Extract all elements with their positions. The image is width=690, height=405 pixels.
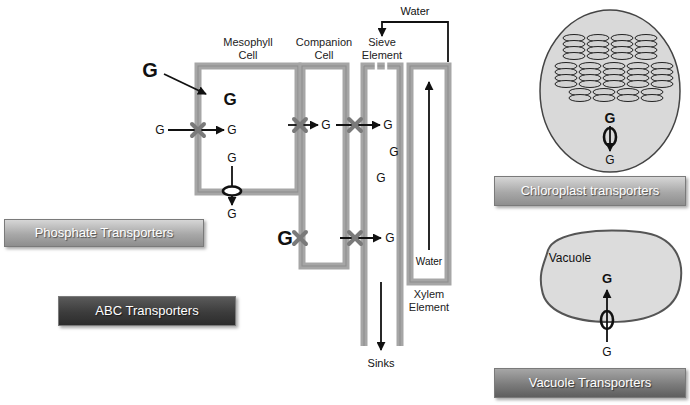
granum xyxy=(611,35,633,60)
granum xyxy=(555,63,577,88)
cell-wall xyxy=(302,66,346,266)
blocked-transport-mark xyxy=(294,232,306,244)
cell-wall xyxy=(404,62,454,318)
sieve-plate-pore xyxy=(385,61,388,71)
transporter-category: Chloroplast transporters xyxy=(495,183,685,199)
granum xyxy=(641,89,663,102)
cell-name: Companion Cell xyxy=(292,36,356,62)
vacuole: VacuoleG xyxy=(538,226,684,326)
transport-arrow xyxy=(168,129,224,131)
glucose-symbol: G xyxy=(130,58,170,82)
xylem-element: Xylem Element Water xyxy=(404,62,454,318)
sieve-wall-line xyxy=(364,66,400,346)
granum xyxy=(587,35,609,60)
cell-name: Sieve Element xyxy=(357,36,407,62)
water-flow-connector xyxy=(382,22,448,62)
blocked-transport-mark xyxy=(192,124,204,136)
glucose-symbol: G xyxy=(600,153,620,167)
transporter-symbol xyxy=(223,187,241,196)
water-flow-arrow xyxy=(428,82,430,250)
transport-arrow xyxy=(336,124,380,126)
granum xyxy=(627,63,649,88)
granum xyxy=(569,89,591,102)
transport-arrow xyxy=(231,166,233,205)
transport-arrow xyxy=(609,126,611,151)
vacuole-outline xyxy=(541,231,681,322)
connector-label: Water xyxy=(390,5,440,18)
category-banner: Vacuole Transporters xyxy=(494,368,686,398)
sink-label: Sinks xyxy=(361,357,401,370)
glucose-symbol: G xyxy=(222,123,242,137)
mesophyll-cell: Mesophyll CellGGG xyxy=(190,34,306,200)
blocked-transport-mark xyxy=(349,232,361,244)
category-banner: Chloroplast transporters xyxy=(494,176,686,206)
glucose-symbol: G xyxy=(212,207,252,221)
organelle-name: Vacuole xyxy=(540,251,600,265)
chloroplast: GG xyxy=(538,8,682,174)
granum xyxy=(617,89,639,102)
cell-name: Mesophyll Cell xyxy=(213,36,283,62)
sieve-wall xyxy=(358,36,406,352)
cell-wall-line xyxy=(302,66,346,266)
transport-arrow xyxy=(288,124,318,126)
transporter-category: Phosphate Transporters xyxy=(5,225,203,241)
glucose-symbol: G xyxy=(384,145,404,159)
transporter-symbol xyxy=(601,311,613,329)
blocked-transport-mark xyxy=(349,119,361,131)
sink-arrow xyxy=(380,282,382,350)
transport-arrow xyxy=(340,237,381,239)
cell-wall-line xyxy=(410,66,448,282)
transporter-category: ABC Transporters xyxy=(59,303,235,319)
transport-arrow xyxy=(606,290,608,342)
glucose-symbol: G xyxy=(265,226,305,250)
category-banner: Phosphate Transporters xyxy=(4,219,204,247)
companion-cell: Companion CellG xyxy=(296,34,352,270)
chloroplast-outline xyxy=(540,10,680,172)
cell-wall-line xyxy=(198,66,298,192)
glucose-symbol: G xyxy=(600,110,620,127)
transporter-category: Vacuole Transporters xyxy=(495,375,685,391)
cell-wall xyxy=(296,34,352,270)
granum xyxy=(603,63,625,88)
cell-wall xyxy=(198,66,298,192)
sieve-wall xyxy=(364,66,400,346)
glucose-symbol: G xyxy=(220,90,240,110)
sieve-element: Sieve ElementGGGG xyxy=(358,36,406,352)
cell-wall xyxy=(410,66,448,282)
glucose-symbol: G xyxy=(597,271,617,287)
glucose-symbol: G xyxy=(378,118,398,132)
glucose-symbol: G xyxy=(140,123,180,137)
flow-label: Water xyxy=(412,256,446,268)
granum xyxy=(651,63,673,88)
sieve-plate-pore xyxy=(375,61,378,71)
granum xyxy=(635,35,657,60)
glucose-symbol: G xyxy=(222,151,242,165)
glucose-symbol: G xyxy=(587,345,627,359)
uptake-arrow xyxy=(164,74,206,94)
glucose-symbol: G xyxy=(371,171,391,185)
granum xyxy=(563,35,585,60)
granum xyxy=(593,89,615,102)
glucose-symbol: G xyxy=(316,118,336,132)
transporter-symbol xyxy=(604,128,616,146)
granum xyxy=(579,63,601,88)
cell-name: Xylem Element xyxy=(402,288,456,314)
chloroplast-outline xyxy=(538,8,682,174)
blocked-transport-mark xyxy=(294,119,306,131)
category-banner: ABC Transporters xyxy=(58,296,236,326)
glucose-symbol: G xyxy=(380,231,400,245)
